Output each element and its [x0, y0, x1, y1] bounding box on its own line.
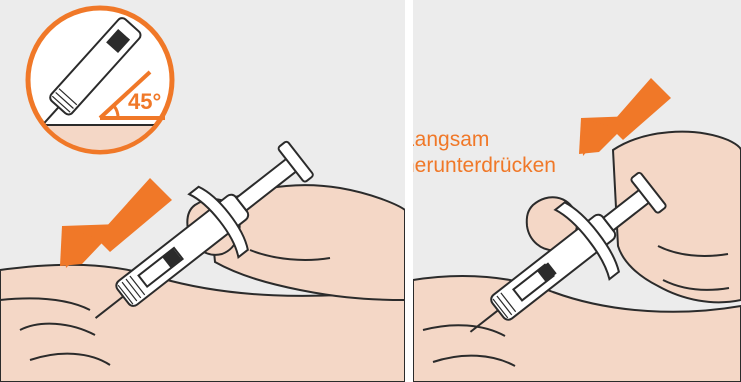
angle-label: 45° — [128, 90, 161, 114]
instruction-line-2: herunterdrücken — [413, 154, 556, 178]
step-panel-press-plunger: Langsam herunterdrücken — [413, 0, 741, 382]
press-plunger-illustration — [413, 0, 741, 382]
step-panel-insert-needle: 45° — [0, 0, 405, 382]
instruction-line-1: Langsam — [413, 128, 489, 152]
panel-divider — [405, 0, 413, 382]
insert-needle-illustration — [0, 0, 405, 382]
